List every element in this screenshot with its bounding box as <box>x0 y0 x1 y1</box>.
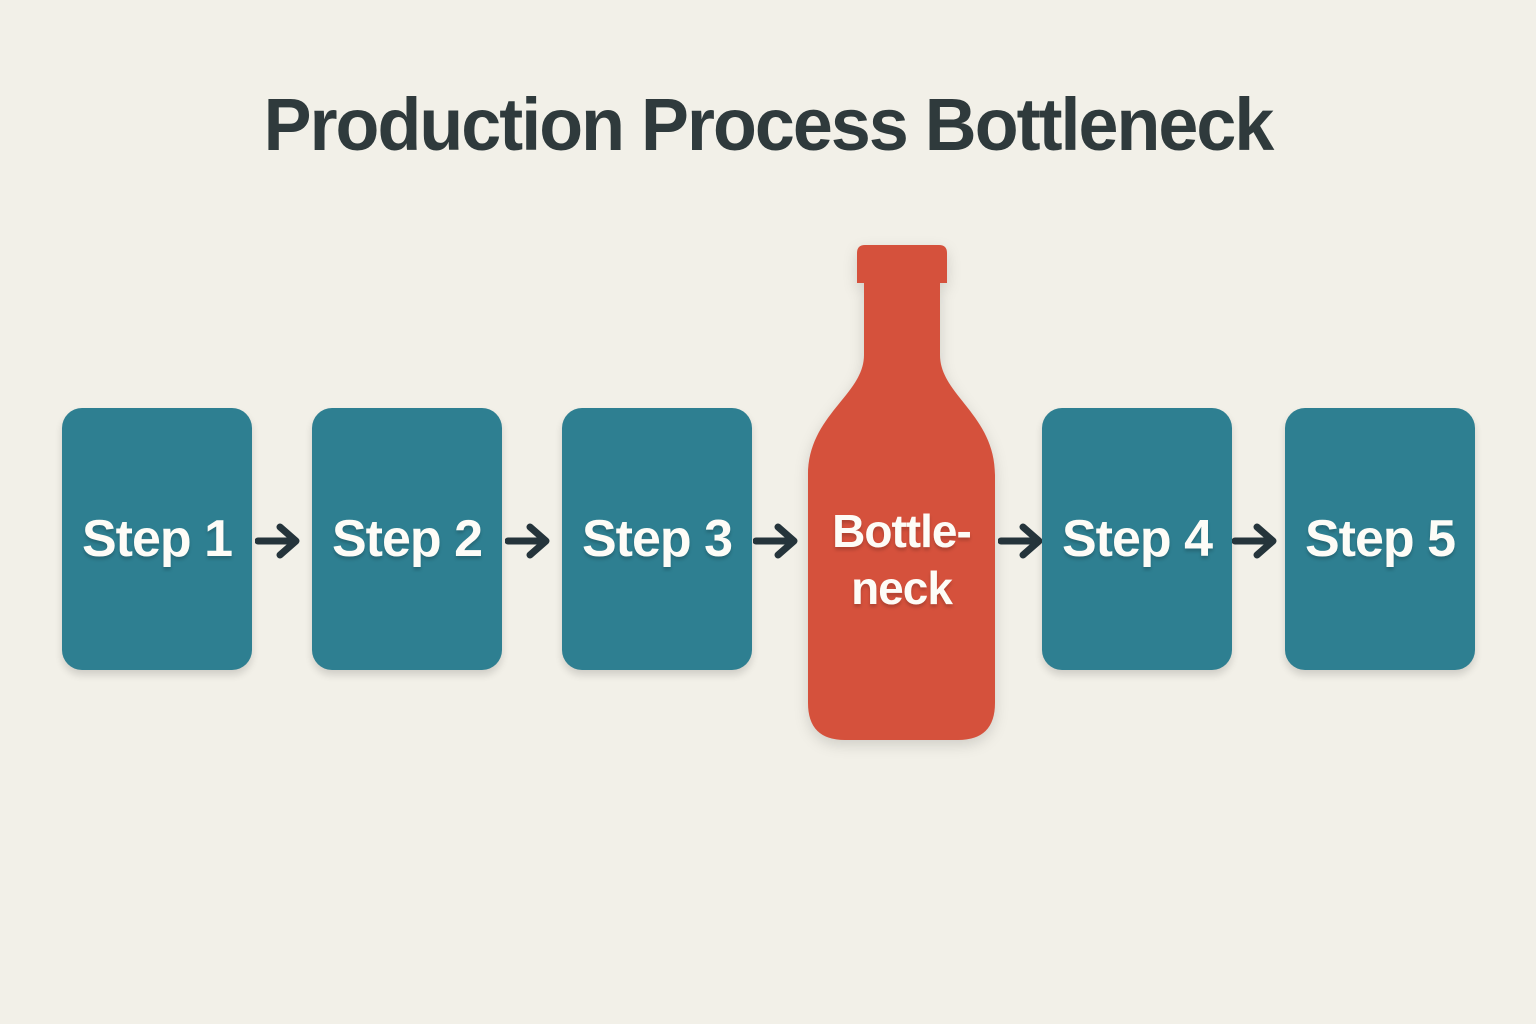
step-box-5: Step 5 <box>1285 408 1475 670</box>
bottle-icon <box>808 245 995 740</box>
step-label: Step 5 <box>1304 510 1456 568</box>
page-title: Production Process Bottleneck <box>263 83 1275 166</box>
bottleneck-label-line2: neck <box>851 562 953 614</box>
step-label: Step 2 <box>331 510 483 568</box>
step-label: Step 1 <box>81 510 233 568</box>
arrow-right-icon <box>753 523 798 559</box>
arrow-right-icon <box>255 523 300 559</box>
step-box-2: Step 2 <box>312 408 502 670</box>
step-box-3: Step 3 <box>562 408 752 670</box>
arrow-right-icon <box>1232 523 1277 559</box>
step-box-1: Step 1 <box>62 408 252 670</box>
bottleneck-label-line1: Bottle- <box>832 505 972 557</box>
arrow-right-icon <box>505 523 550 559</box>
bottleneck-node: Bottle- neck <box>808 245 995 740</box>
step-label: Step 3 <box>581 510 733 568</box>
arrow-right-icon <box>998 523 1043 559</box>
step-box-4: Step 4 <box>1042 408 1232 670</box>
step-label: Step 4 <box>1061 510 1213 568</box>
bottleneck-label: Bottle- neck <box>808 503 995 617</box>
